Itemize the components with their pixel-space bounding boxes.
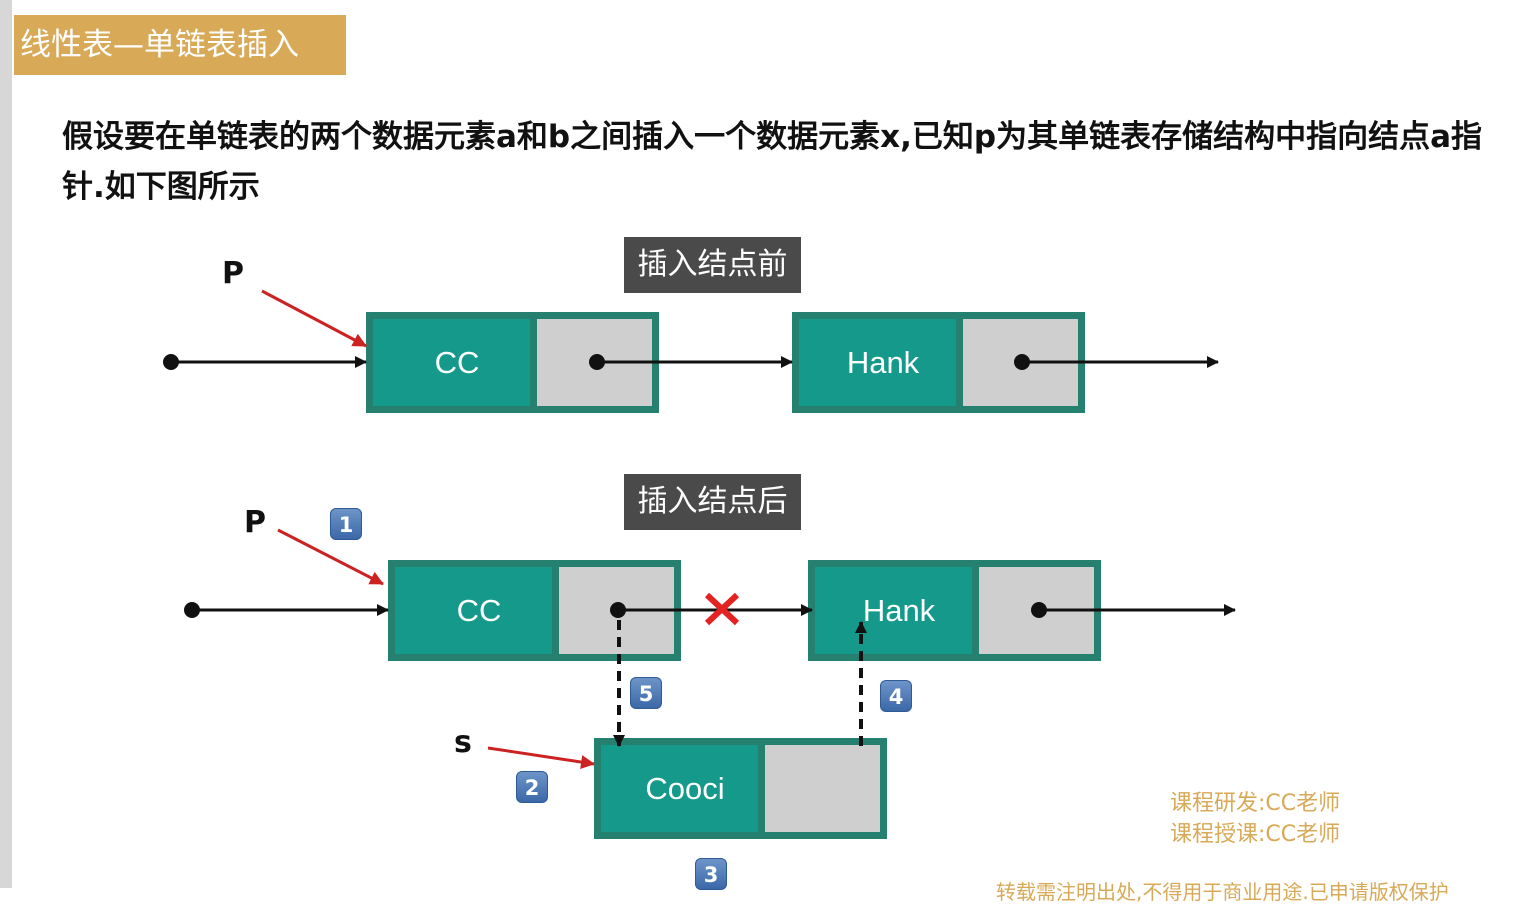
before-insert-label: 插入结点前 [624,237,801,293]
credit-instructor: 课程授课:CC老师 [1170,822,1341,847]
node-data: CC [434,344,480,380]
after-insert-label: 插入结点后 [624,474,801,530]
pointer-p-label-before: P [222,256,244,291]
before-links [163,289,1219,370]
broken-link-cross-icon [704,592,740,626]
node-next-field [758,745,880,832]
pointer-s-arrow [487,746,595,769]
problem-description: 假设要在单链表的两个数据元素a和b之间插入一个数据元素x,已知p为其单链表存储结… [62,119,1482,205]
node-data: Cooci [645,770,725,806]
step-badge-1: 1 [330,508,362,540]
slide-title: 线性表—单链表插入 [14,15,346,75]
node-cooci-after: Cooci [594,738,887,839]
node-data: Hank [846,344,920,380]
pointer-p-label-after: P [244,505,266,540]
node-cc-after: CC [388,560,681,661]
step-badge-2: 2 [516,771,548,803]
pointer-s-label: s [454,725,472,760]
step-badge-3: 3 [695,858,727,890]
node-data: Hank [862,592,936,628]
pointer-p-arrow-after [277,528,384,586]
step-badge-5: 5 [630,677,662,709]
node-data: CC [456,592,502,628]
step-badge-4: 4 [880,680,912,712]
course-credits: 课程研发:CC老师 课程授课:CC老师 [1170,788,1340,850]
after-links [184,528,1236,769]
pointer-p-arrow-before [261,289,367,348]
credit-developer: 课程研发:CC老师 [1170,791,1341,816]
copyright-note: 转载需注明出处,不得用于商业用途.已申请版权保护 [996,880,1449,904]
left-edge-bar [0,0,12,888]
